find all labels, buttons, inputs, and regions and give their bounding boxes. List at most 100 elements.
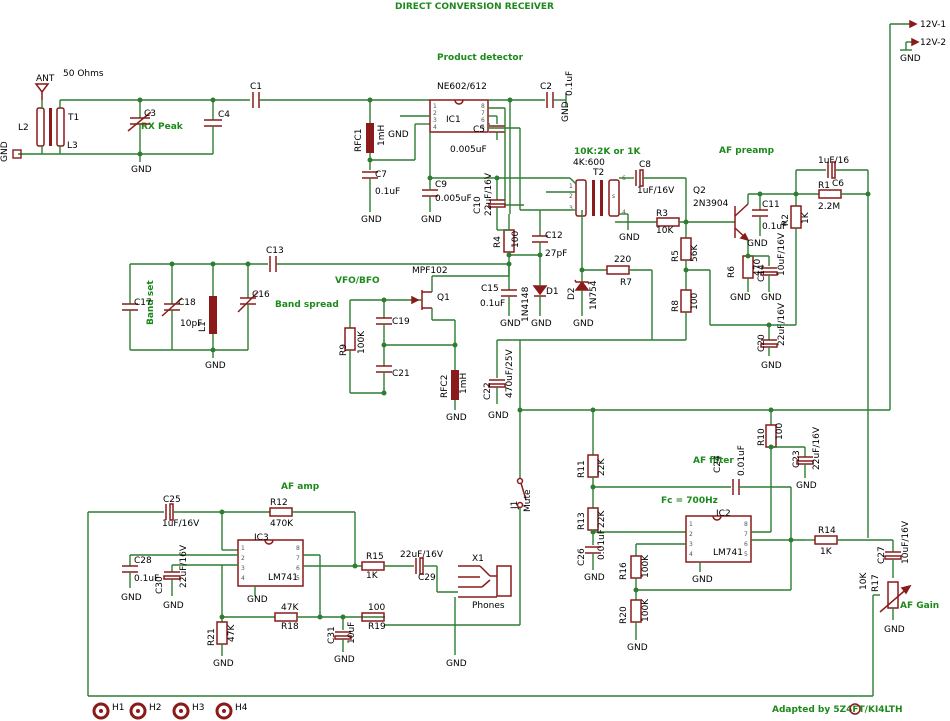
svg-text:C25: C25	[163, 495, 181, 505]
svg-text:R9: R9	[339, 344, 349, 356]
mounting-hole-h4: H4	[215, 702, 248, 720]
svg-text:C12: C12	[545, 231, 563, 241]
power-connector-12v-2: 12V-2 GND	[900, 37, 946, 64]
svg-text:0.01uF: 0.01uF	[597, 529, 607, 560]
capacitor-c12: C12 27pF	[532, 210, 567, 280]
svg-text:GND: GND	[900, 54, 921, 64]
svg-text:R10: R10	[757, 428, 767, 446]
svg-text:R16: R16	[619, 562, 629, 580]
svg-text:0.1uF: 0.1uF	[762, 222, 787, 232]
svg-text:7: 7	[481, 110, 485, 117]
svg-text:H3: H3	[192, 703, 205, 713]
svg-text:C19: C19	[392, 317, 410, 327]
svg-text:GND: GND	[619, 233, 640, 243]
transistor-q2: Q2 2N3904	[693, 186, 750, 242]
label-rx-peak: RX Peak	[141, 122, 184, 132]
capacitor-c20: C20 22uF/16V GND	[757, 302, 787, 371]
svg-text:2: 2	[569, 193, 573, 200]
resistor-r12: R12 470K	[269, 498, 356, 566]
capacitor-c27: C27 10uF/16V	[877, 520, 911, 578]
svg-text:LM741: LM741	[268, 573, 298, 583]
label-50-ohms: 50 Ohms	[63, 69, 104, 79]
svg-text:1N754: 1N754	[589, 280, 599, 310]
svg-text:10K: 10K	[656, 226, 674, 236]
svg-text:GND: GND	[163, 601, 184, 611]
output-terminal	[849, 703, 861, 715]
svg-text:C10: C10	[473, 196, 483, 214]
svg-text:R19: R19	[368, 622, 386, 632]
svg-text:27pF: 27pF	[545, 249, 567, 259]
svg-text:R6: R6	[727, 266, 737, 278]
phones-jack-x1: X1 Phones	[458, 554, 512, 611]
ic1-ne602: NE602/612 IC1 1 2 3 4 8 7 6 5	[429, 82, 489, 133]
svg-text:6: 6	[481, 117, 485, 124]
capacitor-c31: C31 10uF GND	[327, 617, 357, 665]
capacitor-c25: C25 1uF/16V	[162, 495, 270, 529]
svg-text:2: 2	[241, 555, 245, 562]
resistor-r8: R8 100	[671, 289, 700, 340]
svg-text:C7: C7	[375, 170, 387, 180]
svg-text:GND: GND	[561, 101, 571, 122]
inductor-rfc2: RFC2 1mH GND	[440, 370, 469, 423]
svg-text:R1: R1	[818, 181, 830, 191]
svg-text:C9: C9	[435, 180, 447, 190]
svg-text:C23: C23	[792, 450, 802, 468]
resistor-r20: R20 100K GND	[619, 598, 651, 653]
svg-text:22uF/16V: 22uF/16V	[400, 550, 444, 560]
capacitor-c30: C30 22uF/16V GND	[155, 544, 189, 611]
svg-text:R17: R17	[871, 574, 881, 592]
svg-text:C11: C11	[762, 200, 780, 210]
svg-text:C13: C13	[266, 246, 284, 256]
svg-text:47K: 47K	[281, 603, 299, 613]
svg-text:C22: C22	[483, 382, 493, 400]
svg-text:1: 1	[241, 545, 245, 552]
svg-text:T1: T1	[67, 113, 79, 123]
ic3-lm741: IC3 LM741 1 2 3 4 8 7 6 5	[237, 533, 304, 587]
svg-text:10pF: 10pF	[180, 319, 202, 329]
transistor-q1: MPF102 Q1	[384, 266, 450, 310]
svg-text:0.1uF: 0.1uF	[134, 574, 159, 584]
svg-text:1: 1	[569, 183, 573, 190]
svg-text:2N3904: 2N3904	[693, 199, 729, 209]
svg-text:GND: GND	[0, 141, 10, 162]
svg-text:7: 7	[296, 555, 300, 562]
heading-af-amp: AF amp	[281, 482, 320, 492]
svg-text:C24: C24	[713, 455, 723, 473]
svg-text:1uF/16V: 1uF/16V	[162, 519, 200, 529]
svg-text:X1: X1	[472, 554, 484, 564]
resistor-r15: R15 1K	[361, 552, 414, 581]
svg-text:12V-1: 12V-1	[920, 20, 946, 30]
svg-text:GND: GND	[247, 595, 268, 605]
capacitor-c19: C19	[376, 300, 410, 366]
svg-text:C14: C14	[757, 264, 767, 282]
capacitor-c13: C13	[266, 246, 509, 272]
resistor-r3: R3 10K	[636, 209, 735, 236]
gnd-input-terminal	[12, 149, 22, 159]
svg-text:C16: C16	[252, 290, 270, 300]
heading-af-preamp: AF preamp	[719, 146, 775, 156]
svg-text:T2: T2	[592, 168, 604, 178]
diode-d1: D1 1N4148 GND	[521, 280, 559, 329]
svg-text:GND: GND	[692, 575, 713, 585]
svg-text:R15: R15	[366, 552, 384, 562]
svg-text:R3: R3	[656, 209, 668, 219]
capacitor-c1: C1	[250, 82, 262, 108]
svg-text:IC3: IC3	[254, 533, 269, 543]
resistor-r18: 47K R18	[222, 603, 385, 632]
capacitor-c5: C5 0.005uF	[450, 115, 505, 155]
svg-text:L2: L2	[18, 123, 29, 133]
capacitor-c8: C8 1uF/16V	[635, 160, 686, 196]
svg-text:GND: GND	[884, 625, 905, 635]
svg-text:0.1uF: 0.1uF	[565, 71, 575, 96]
svg-text:GND: GND	[361, 215, 382, 225]
svg-text:56K: 56K	[690, 244, 700, 262]
svg-text:5: 5	[481, 124, 485, 131]
svg-text:L3: L3	[67, 141, 78, 151]
svg-text:H2: H2	[149, 703, 162, 713]
svg-text:GND: GND	[747, 239, 768, 249]
capacitor-c4: C4	[140, 100, 230, 155]
svg-text:5: 5	[744, 551, 748, 558]
svg-text:IC2: IC2	[716, 509, 731, 519]
